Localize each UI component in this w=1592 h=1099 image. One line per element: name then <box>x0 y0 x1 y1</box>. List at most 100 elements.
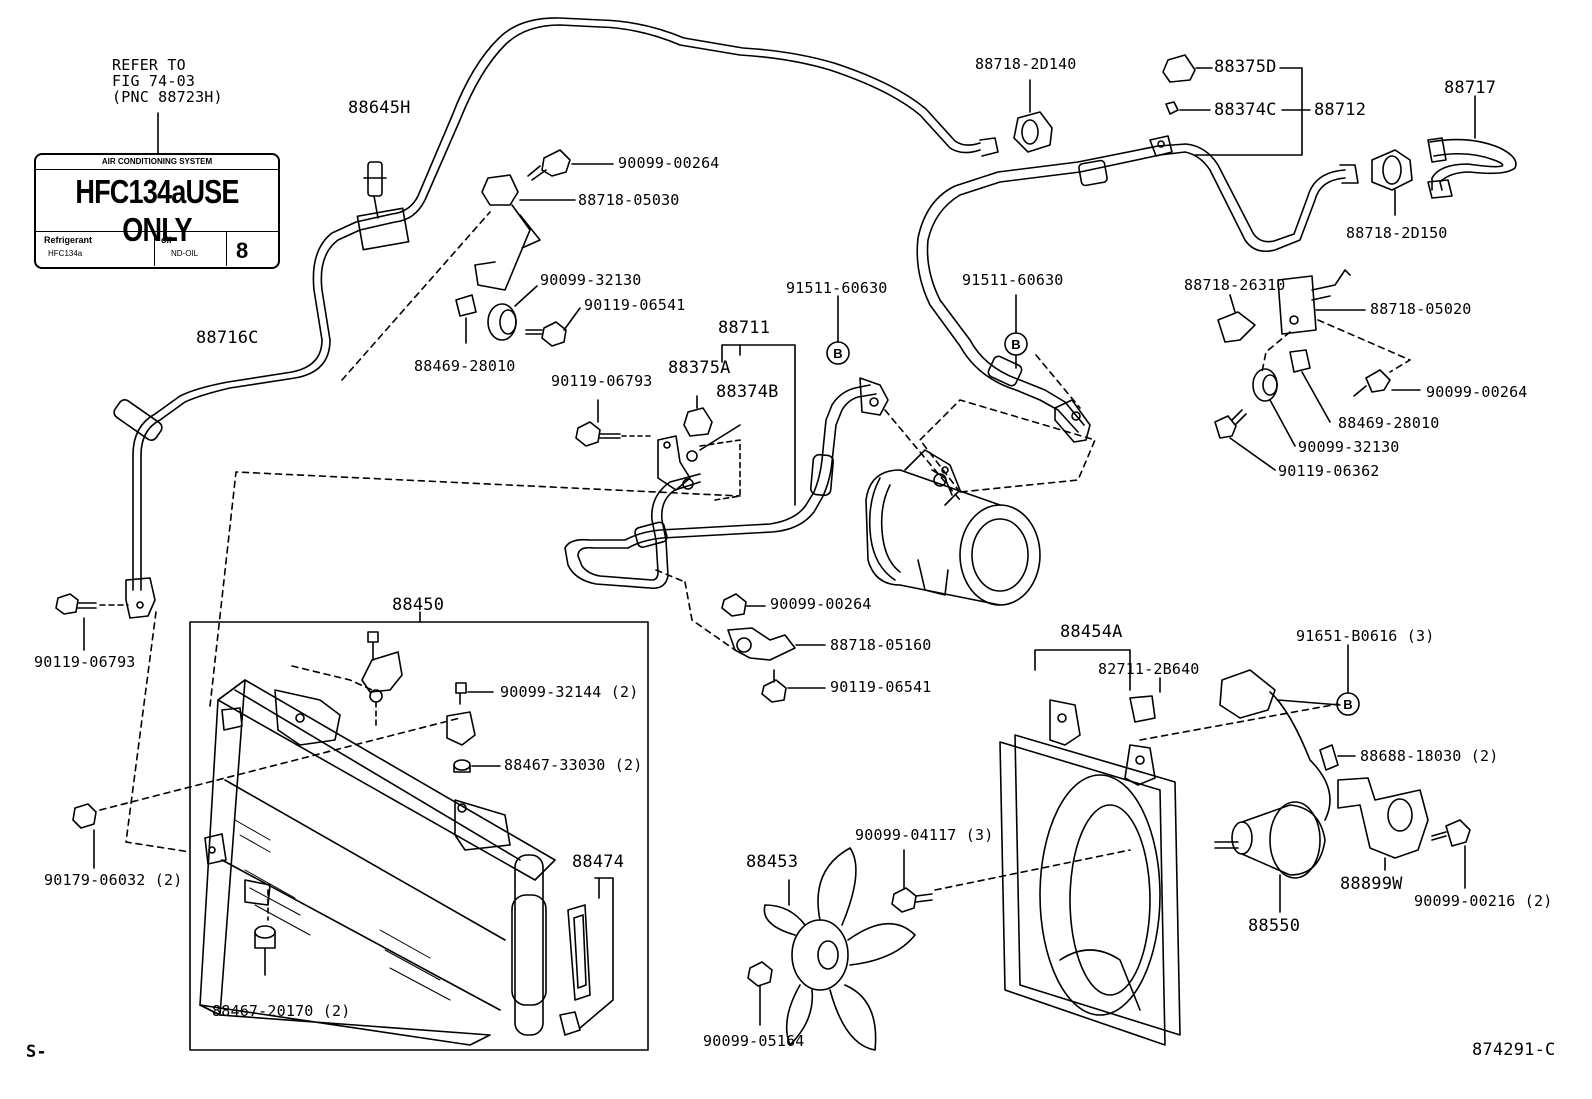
footer-figure-id: 874291-C <box>1472 1040 1556 1060</box>
bracket-88718-05020 <box>1277 269 1366 335</box>
clip-88718-26310 <box>1217 294 1256 343</box>
label-88469-28010-left: 88469-28010 <box>414 357 516 375</box>
label-90119-06362: 90119-06362 <box>1278 462 1380 480</box>
label-90099-00264-right: 90099-00264 <box>1426 383 1528 401</box>
label-91651-B0616: 91651-B0616 (3) <box>1296 627 1435 645</box>
label-88712: 88712 <box>1314 100 1367 120</box>
label-88716C: 88716C <box>196 328 259 348</box>
bolt-90119-06793-mid <box>575 399 651 447</box>
bolt-90099-04117 <box>891 849 933 913</box>
cushion-90099-32130-left <box>487 285 538 341</box>
bracket-88718-05030 <box>474 149 614 291</box>
pipe-88711 <box>564 377 889 590</box>
label-90099-32130-left: 90099-32130 <box>540 271 642 289</box>
cap-88375A <box>683 395 713 437</box>
label-90099-32144: 90099-32144 (2) <box>500 683 639 701</box>
cushion-88467-33030 <box>453 759 501 773</box>
sticker-refrigerant-value: HFC134a <box>48 249 83 258</box>
label-88375A: 88375A <box>668 358 731 378</box>
ref-b-text-2: B <box>1011 337 1020 352</box>
label-88688-18030: 88688-18030 (2) <box>1360 747 1499 765</box>
sticker-oil-value: ND-OIL <box>171 249 199 258</box>
label-88718-05020: 88718-05020 <box>1370 300 1472 318</box>
label-88550: 88550 <box>1248 916 1301 936</box>
bolt-90099-00216 <box>1431 819 1471 889</box>
pressure-switch-88645H <box>356 161 410 251</box>
cushion-90099-32130-right <box>1252 368 1296 447</box>
label-90099-05164: 90099-05164 <box>703 1032 805 1050</box>
bolt-90099-00264-right <box>1353 369 1421 397</box>
grommet-88718-2D140 <box>1013 79 1053 153</box>
label-90119-06541-mid: 90119-06541 <box>830 678 932 696</box>
label-88645H: 88645H <box>348 98 411 118</box>
compressor <box>865 449 1041 606</box>
label-88450: 88450 <box>392 595 445 615</box>
connector-91651-B0616 <box>1219 669 1341 719</box>
label-88717: 88717 <box>1444 78 1497 98</box>
bolt-90099-32144 <box>446 682 494 746</box>
label-90099-32130-right: 90099-32130 <box>1298 438 1400 456</box>
condenser-88450 <box>199 679 556 1046</box>
footer-left: S- <box>26 1042 47 1062</box>
label-88467-33030: 88467-33030 (2) <box>504 756 643 774</box>
ref-circle-b3 <box>1336 644 1360 716</box>
leader-88712 <box>1194 67 1303 156</box>
label-91511-60630-a: 91511-60630 <box>786 279 888 297</box>
label-88453: 88453 <box>746 852 799 872</box>
collar-88469-28010-right <box>1289 349 1331 423</box>
grommet-88718-2D150 <box>1371 149 1413 216</box>
bolt-90099-05164 <box>747 961 773 1026</box>
bolt-90119-06362 <box>1214 409 1276 471</box>
cap-88374C <box>1165 101 1211 115</box>
label-90099-00264-mid: 90099-00264 <box>770 595 872 613</box>
label-88375D: 88375D <box>1214 57 1277 77</box>
label-90119-06541-left: 90119-06541 <box>584 296 686 314</box>
label-90179-06032: 90179-06032 (2) <box>44 871 183 889</box>
pipe-88716C <box>113 17 999 619</box>
label-88718-2D150: 88718-2D150 <box>1346 224 1448 242</box>
bracket-88899W <box>1337 777 1429 871</box>
collar-88469-28010-left <box>455 294 477 344</box>
label-88467-20170: 88467-20170 (2) <box>212 1002 351 1020</box>
ref-b-text-3: B <box>1343 697 1352 712</box>
label-90099-00264-top: 90099-00264 <box>618 154 720 172</box>
condenser-bracket-top <box>361 631 403 726</box>
cap-88374B <box>686 424 741 501</box>
sticker-oil-number: 8 <box>236 238 249 263</box>
nut-90179-06032 <box>72 611 461 869</box>
refrigerant-label-sticker: AIR CONDITIONING SYSTEM HFC134aUSE ONLY … <box>34 153 280 269</box>
label-88899W: 88899W <box>1340 874 1403 894</box>
cushion-88467-20170 <box>254 889 276 976</box>
ref-circle-b1 <box>826 295 850 365</box>
label-88718-2D140: 88718-2D140 <box>975 55 1077 73</box>
sticker-refrigerant-label: Refrigerant <box>44 235 93 245</box>
label-88374C: 88374C <box>1214 100 1277 120</box>
sticker-main-text: HFC134aUSE ONLY <box>75 173 239 248</box>
label-90119-06793-mid: 90119-06793 <box>551 372 653 390</box>
sticker-oil-label: oil <box>161 235 172 245</box>
clip-88688-18030 <box>1319 744 1356 771</box>
refer-note-line1: REFER TO <box>112 56 186 74</box>
label-88374B: 88374B <box>716 382 779 402</box>
ref-b-text-1: B <box>833 346 842 361</box>
label-88474: 88474 <box>572 852 625 872</box>
leader-88711 <box>721 344 796 506</box>
label-91511-60630-b: 91511-60630 <box>962 271 1064 289</box>
hose-88712 <box>916 135 1359 443</box>
bolt-90119-06541-mid <box>761 669 826 703</box>
label-82711-2B640: 82711-2B640 <box>1098 660 1200 678</box>
sticker-header: AIR CONDITIONING SYSTEM <box>36 155 278 170</box>
ref-circle-b2 <box>1004 294 1028 356</box>
filter-88474 <box>559 877 614 1036</box>
label-88469-28010-right: 88469-28010 <box>1338 414 1440 432</box>
bolt-90119-06793-left <box>55 593 129 651</box>
label-88711: 88711 <box>718 318 771 338</box>
bolt-90119-06541-left <box>525 307 581 347</box>
fan-motor-88550 <box>1214 691 1331 913</box>
hose-88717 <box>1427 95 1517 199</box>
bolt-90099-00264-mid <box>721 593 766 617</box>
cap-88375D <box>1162 54 1213 83</box>
label-90099-00216: 90099-00216 (2) <box>1414 892 1553 910</box>
refer-note-line2: FIG 74-03 <box>112 72 196 90</box>
